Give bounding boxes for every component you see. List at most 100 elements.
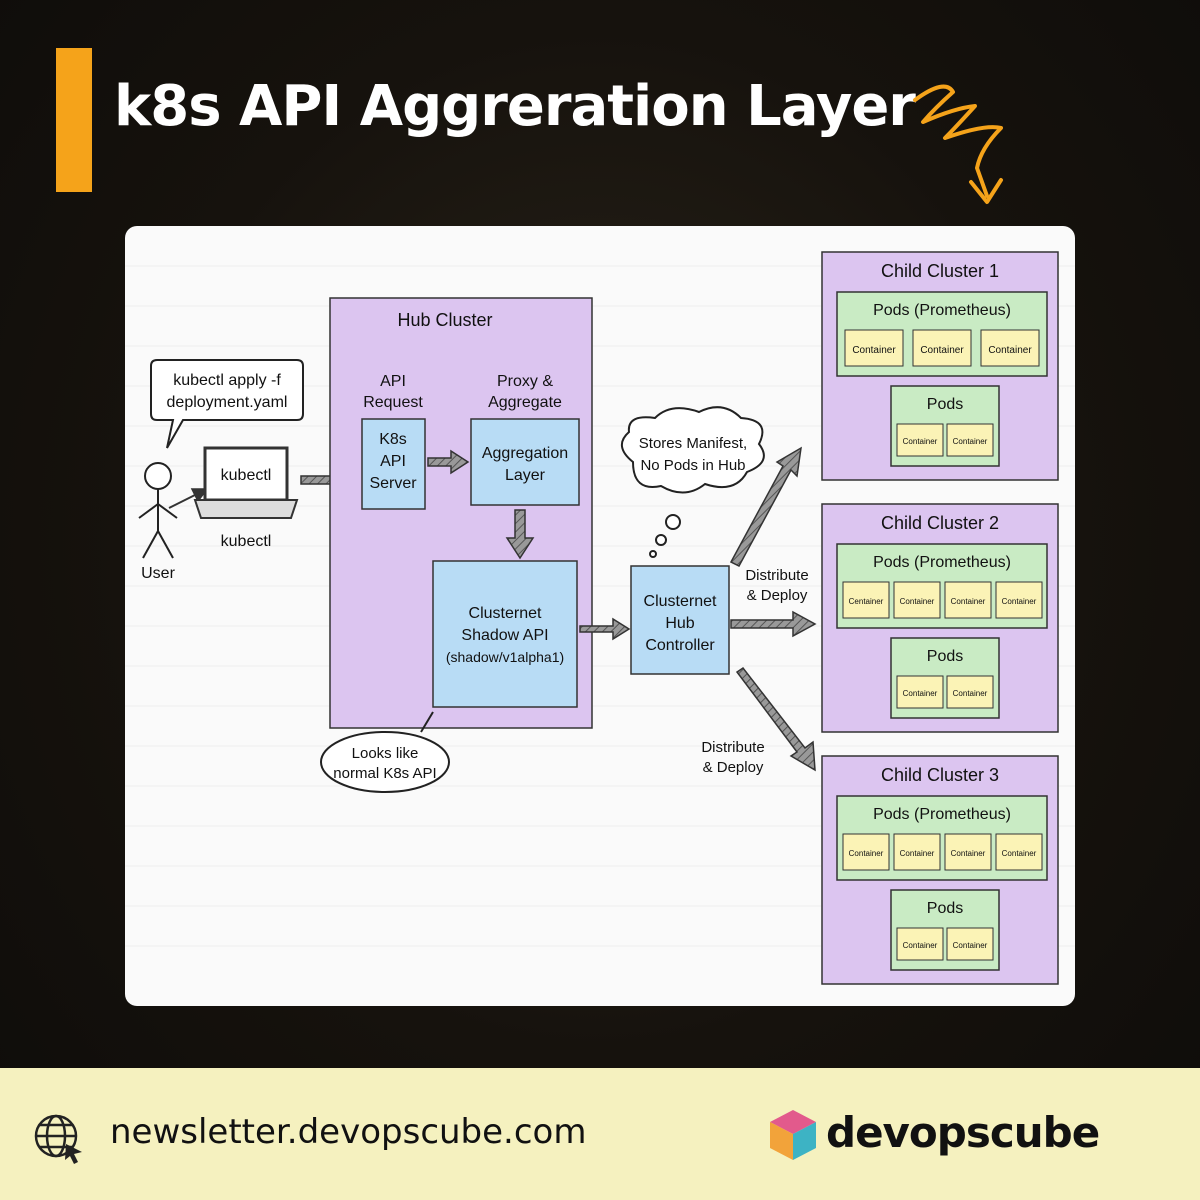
container-box <box>896 927 944 961</box>
container-label: Container <box>953 941 988 950</box>
container-box <box>946 423 994 457</box>
api-server-line-3: Server <box>369 475 417 492</box>
user-to-laptop-arrow <box>168 488 209 509</box>
distribute-2-line-1: Distribute <box>701 739 764 756</box>
shadow-line-3: (shadow/v1alpha1) <box>446 649 564 665</box>
container-label: Container <box>903 689 938 698</box>
user-figure <box>138 462 178 559</box>
child-1-pods-title: Pods (Prometheus) <box>873 302 1011 319</box>
looks-like-bubble <box>320 711 450 793</box>
container-box <box>946 927 994 961</box>
api-caption-line-2: Request <box>363 394 423 411</box>
container-box <box>844 329 904 367</box>
user-label: User <box>141 565 175 582</box>
container-box <box>896 423 944 457</box>
controller-to-child3-arrow <box>735 666 816 772</box>
child-cluster-2-title: Child Cluster 2 <box>881 513 999 533</box>
api-server-line-1: K8s <box>379 431 407 448</box>
hub-cluster-title: Hub Cluster <box>397 310 492 330</box>
proxy-caption-line-2: Aggregate <box>488 394 562 411</box>
child-2-pods-title: Pods (Prometheus) <box>873 554 1011 571</box>
child-2-pods2-title: Pods <box>927 648 963 665</box>
thought-line-1: Stores Manifest, <box>639 435 747 452</box>
globe-icon <box>34 1114 82 1164</box>
container-label: Container <box>900 849 935 858</box>
container-label: Container <box>903 437 938 446</box>
speech-line-1: kubectl apply -f <box>173 372 281 389</box>
child-1-pods2-title: Pods <box>927 396 963 413</box>
laptop-screen-label: kubectl <box>221 467 272 484</box>
api-to-aggregation-arrow <box>427 449 470 475</box>
devopscube-logo-icon <box>770 1110 816 1160</box>
diagram-card: User kubectl apply -f deployment.yaml ku… <box>125 226 1075 1006</box>
proxy-caption-line-1: Proxy & <box>497 373 553 390</box>
container-box <box>896 675 944 709</box>
hub-controller-box <box>630 565 730 675</box>
distribute-1-line-2: & Deploy <box>747 587 808 604</box>
thought-cloud <box>621 406 765 558</box>
container-label: Container <box>988 345 1032 356</box>
child-cluster-1: Child Cluster 1 Pods (Prometheus) Contai… <box>821 251 1059 481</box>
container-box <box>912 329 972 367</box>
container-box <box>980 329 1040 367</box>
shadow-line-1: Clusternet <box>469 605 542 622</box>
container-box <box>946 675 994 709</box>
aggregation-line-1: Aggregation <box>482 445 568 462</box>
distribute-2-line-2: & Deploy <box>703 759 764 776</box>
container-label: Container <box>953 437 988 446</box>
shadow-to-controller-arrow <box>579 617 631 641</box>
brand-name: devopscube <box>826 1108 1100 1157</box>
title-accent-bar <box>56 48 92 192</box>
container-label: Container <box>1002 849 1037 858</box>
speech-line-2: deployment.yaml <box>167 394 288 411</box>
container-box <box>893 833 941 871</box>
controller-to-child1-arrow <box>729 446 802 567</box>
looks-like-line-2: normal K8s API <box>333 765 436 782</box>
container-label: Container <box>920 345 964 356</box>
api-caption-line-1: API <box>380 373 406 390</box>
thought-line-2: No Pods in Hub <box>640 457 745 474</box>
controller-line-3: Controller <box>645 637 715 654</box>
shadow-line-2: Shadow API <box>461 627 548 644</box>
container-label: Container <box>903 941 938 950</box>
child-3-pods-title: Pods (Prometheus) <box>873 806 1011 823</box>
child-cluster-1-title: Child Cluster 1 <box>881 261 999 281</box>
container-label: Container <box>953 689 988 698</box>
shadow-api-box <box>432 560 578 708</box>
k8s-api-server-box <box>361 418 426 510</box>
aggregation-line-2: Layer <box>505 467 546 484</box>
footer-bar <box>0 1068 1200 1200</box>
container-box <box>842 581 890 619</box>
laptop-icon <box>193 446 299 519</box>
controller-line-2: Hub <box>665 615 694 632</box>
laptop-caption: kubectl <box>221 533 272 550</box>
controller-line-1: Clusternet <box>644 593 717 610</box>
looks-like-line-1: Looks like <box>352 745 419 762</box>
aggregation-to-shadow-arrow <box>505 509 535 560</box>
page-title: k8s API Aggreration Layer <box>114 74 916 139</box>
api-server-line-2: API <box>380 453 406 470</box>
container-label: Container <box>852 345 896 356</box>
container-label: Centainer <box>849 597 884 606</box>
child-cluster-3-title: Child Cluster 3 <box>881 765 999 785</box>
container-box <box>944 581 992 619</box>
child-3-pods2-title: Pods <box>927 900 963 917</box>
container-label: Container <box>849 849 884 858</box>
container-box <box>944 833 992 871</box>
container-box <box>842 833 890 871</box>
squiggle-arrow-icon <box>913 84 1003 204</box>
container-box <box>995 581 1043 619</box>
controller-to-child2-arrow <box>730 610 817 638</box>
child-cluster-2: Child Cluster 2 Pods (Prometheus) Centai… <box>821 503 1059 733</box>
container-label: Container <box>900 597 935 606</box>
container-box <box>893 581 941 619</box>
speech-bubble: kubectl apply -f deployment.yaml <box>150 359 304 449</box>
container-box <box>995 833 1043 871</box>
newsletter-link[interactable]: newsletter.devopscube.com <box>110 1112 587 1152</box>
container-label: Container <box>951 597 986 606</box>
architecture-diagram: User kubectl apply -f deployment.yaml ku… <box>125 251 1075 985</box>
aggregation-layer-box <box>470 418 580 506</box>
child-cluster-3: Child Cluster 3 Pods (Prometheus) Contai… <box>821 755 1059 985</box>
distribute-1-line-1: Distribute <box>745 567 808 584</box>
container-label: Container <box>951 849 986 858</box>
